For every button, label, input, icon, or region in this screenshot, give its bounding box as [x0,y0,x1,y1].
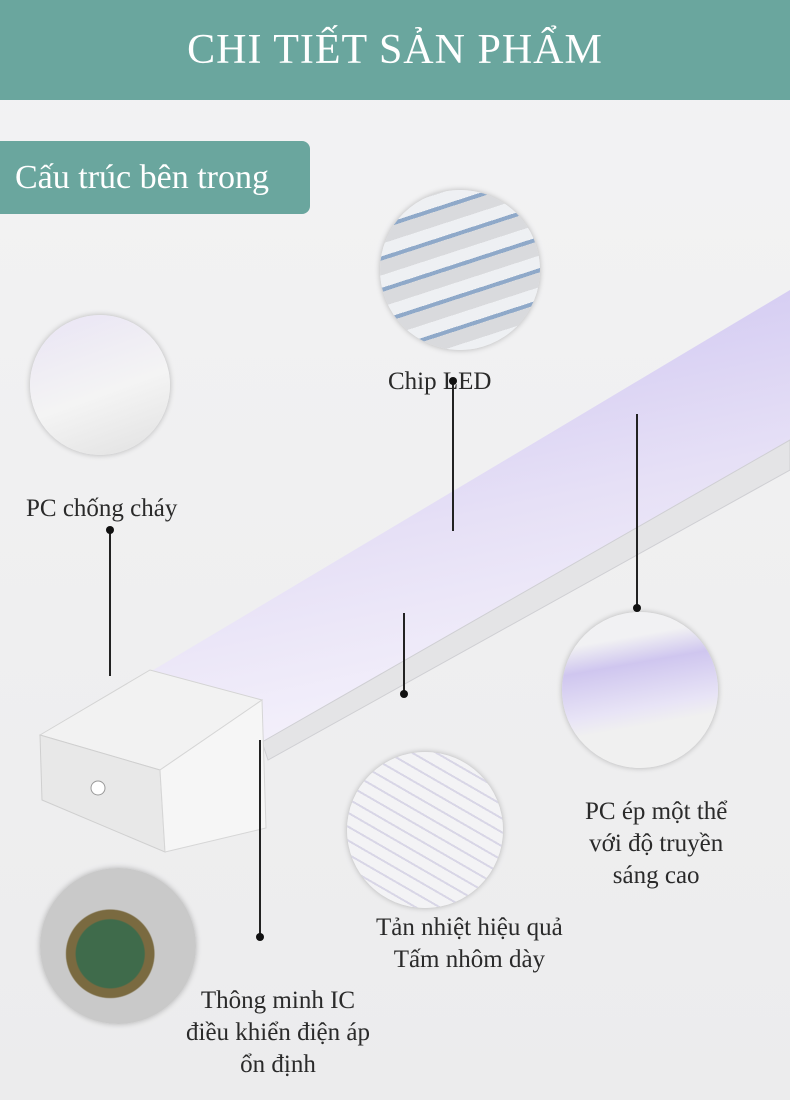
section-title: Cấu trúc bên trong [15,158,269,196]
heat-sink-closeup [347,752,503,908]
pointer-dot [256,933,264,941]
label-line: điều khiển điện áp [186,1019,370,1046]
label-line: với độ truyền [589,830,724,857]
section-badge: Cấu trúc bên trong [0,141,310,214]
pointer-line [636,414,638,608]
chip-led-closeup [380,190,540,350]
pointer-dot [449,377,457,385]
label-heat-sink: Tản nhiệt hiệu quả Tấm nhôm dày [376,912,563,976]
screw-hole [90,780,106,796]
label-chip-led: Chip LED [388,368,492,395]
pointer-line [452,381,454,531]
label-smart-ic: Thông minh IC điều khiển điện áp ổn định [186,985,370,1081]
pointer-line [403,613,405,694]
pointer-dot [633,604,641,612]
label-line: sáng cao [612,862,700,889]
pointer-line [259,740,261,937]
pointer-dot [106,526,114,534]
aluminum-base [261,439,790,761]
page-header: CHI TIẾT SẢN PHẨM [0,0,790,100]
diffuser-cover [150,290,790,742]
label-pc-molded: PC ép một thể với độ truyền sáng cao [585,796,727,892]
driver-board-closeup [40,868,196,1024]
label-line: PC ép một thể [585,798,728,825]
end-cap-side [159,699,267,853]
label-pc-fireproof: PC chống cháy [26,495,178,522]
label-line: Tản nhiệt hiệu quả [376,914,563,941]
label-line: Tấm nhôm dày [393,946,546,973]
label-line: ổn định [240,1051,316,1078]
pointer-dot [400,690,408,698]
page-title: CHI TIẾT SẢN PHẨM [187,27,603,73]
label-line: Thông minh IC [200,987,356,1014]
pc-cover-closeup [562,612,718,768]
end-cap-closeup [30,315,170,455]
pointer-line [109,530,111,676]
